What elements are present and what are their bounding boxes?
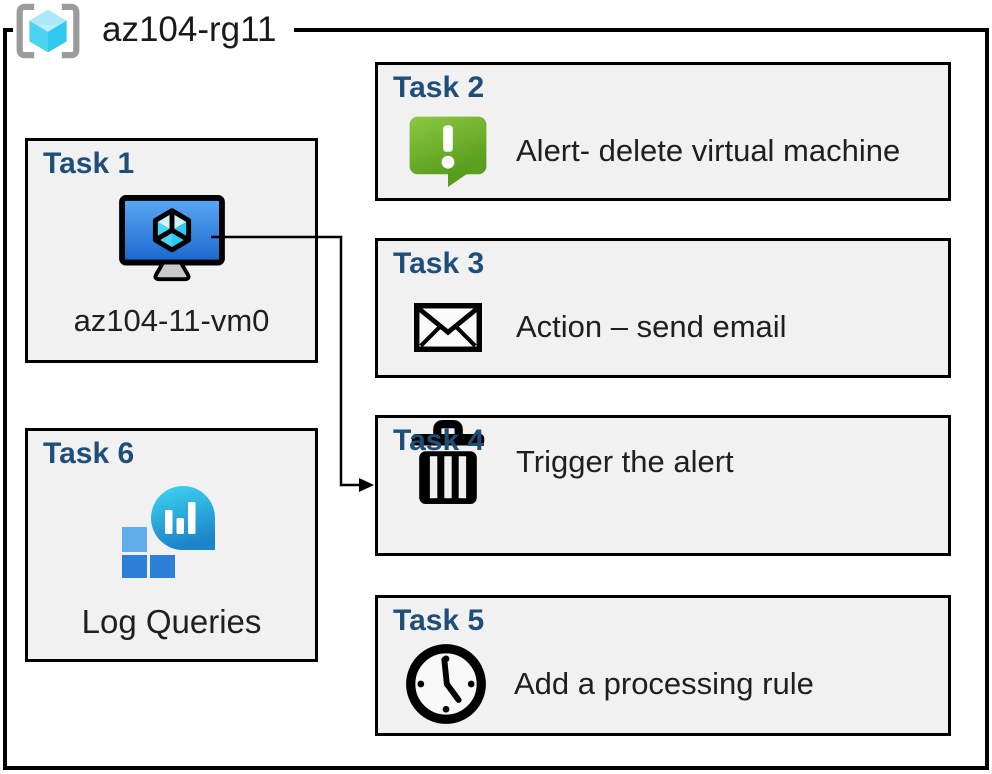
- task4-heading: Task 4: [393, 424, 485, 457]
- task6-label: Log Queries: [81, 603, 262, 640]
- task2-heading: Task 2: [393, 71, 485, 104]
- task2-label: Alert- delete virtual machine: [516, 133, 901, 168]
- task4-label: Trigger the alert: [516, 444, 734, 479]
- task6-heading: Task 6: [43, 437, 135, 470]
- task3-box: Task 3 Action – send email: [375, 238, 951, 378]
- resource-group-title: az104-rg11: [102, 10, 277, 49]
- task2-box: Task 2 Alert- delete virtual machine: [375, 62, 951, 201]
- trash-icon: [406, 418, 490, 506]
- task1-label: az104-11-vm0: [73, 303, 270, 338]
- clock-icon: [404, 640, 488, 728]
- resource-group-icon: [12, 2, 84, 60]
- task5-box: Task 5 Add a processing rule: [375, 595, 951, 736]
- task1-heading: Task 1: [43, 147, 135, 180]
- task3-label: Action – send email: [516, 309, 787, 344]
- email-icon: [406, 283, 490, 371]
- task3-heading: Task 3: [393, 247, 485, 280]
- virtual-machine-icon: [117, 195, 227, 289]
- log-queries-icon: [121, 485, 223, 579]
- task4-box: Trigger the alert Task 4: [375, 415, 951, 556]
- task6-box: Task 6 Log Queries: [25, 428, 318, 662]
- task5-label: Add a processing rule: [514, 666, 814, 701]
- task5-heading: Task 5: [393, 604, 485, 637]
- task1-box: Task 1 az104-11-vm0: [25, 138, 318, 363]
- alert-message-icon: [406, 107, 490, 195]
